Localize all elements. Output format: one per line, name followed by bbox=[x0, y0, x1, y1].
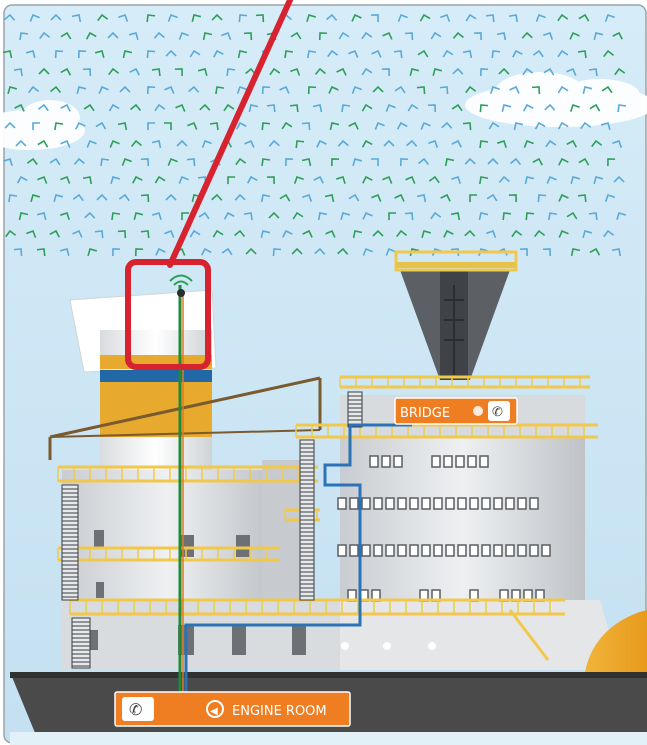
window bbox=[480, 456, 488, 467]
window bbox=[470, 498, 478, 509]
window bbox=[382, 456, 390, 467]
engine-room-label[interactable]: ✆ ◀ ENGINE ROOM bbox=[115, 692, 350, 726]
window bbox=[422, 498, 430, 509]
window bbox=[482, 498, 490, 509]
window bbox=[398, 498, 406, 509]
window bbox=[432, 456, 440, 467]
window bbox=[470, 545, 478, 556]
window bbox=[458, 545, 466, 556]
window bbox=[458, 498, 466, 509]
window bbox=[338, 545, 346, 556]
window bbox=[506, 545, 514, 556]
window bbox=[362, 545, 370, 556]
stairway bbox=[72, 618, 90, 668]
window bbox=[410, 545, 418, 556]
window bbox=[468, 456, 476, 467]
window bbox=[456, 456, 464, 467]
window bbox=[422, 545, 430, 556]
window bbox=[386, 545, 394, 556]
window bbox=[446, 545, 454, 556]
window bbox=[542, 545, 550, 556]
window bbox=[350, 498, 358, 509]
window bbox=[518, 545, 526, 556]
bridge-label-text: BRIDGE bbox=[400, 406, 450, 421]
svg-text:✆: ✆ bbox=[492, 405, 503, 420]
engine-room-label-text: ENGINE ROOM bbox=[232, 704, 327, 719]
window bbox=[530, 498, 538, 509]
window bbox=[434, 498, 442, 509]
window bbox=[394, 456, 402, 467]
window bbox=[398, 545, 406, 556]
window bbox=[362, 498, 370, 509]
window bbox=[374, 545, 382, 556]
window bbox=[482, 545, 490, 556]
window bbox=[374, 498, 382, 509]
window bbox=[370, 456, 378, 467]
window bbox=[506, 498, 514, 509]
window bbox=[386, 498, 394, 509]
speaker-icon bbox=[473, 406, 483, 416]
window bbox=[410, 498, 418, 509]
window bbox=[444, 456, 452, 467]
window bbox=[446, 498, 454, 509]
stairway bbox=[348, 392, 362, 427]
window bbox=[494, 498, 502, 509]
window bbox=[434, 545, 442, 556]
window bbox=[518, 498, 526, 509]
svg-text:✆: ✆ bbox=[129, 700, 142, 719]
stairway bbox=[62, 565, 78, 600]
window bbox=[350, 545, 358, 556]
window bbox=[338, 498, 346, 509]
stairway bbox=[300, 440, 314, 600]
window bbox=[494, 545, 502, 556]
window bbox=[530, 545, 538, 556]
svg-text:◀: ◀ bbox=[210, 706, 218, 717]
bridge-label[interactable]: BRIDGE ✆ bbox=[395, 398, 517, 424]
